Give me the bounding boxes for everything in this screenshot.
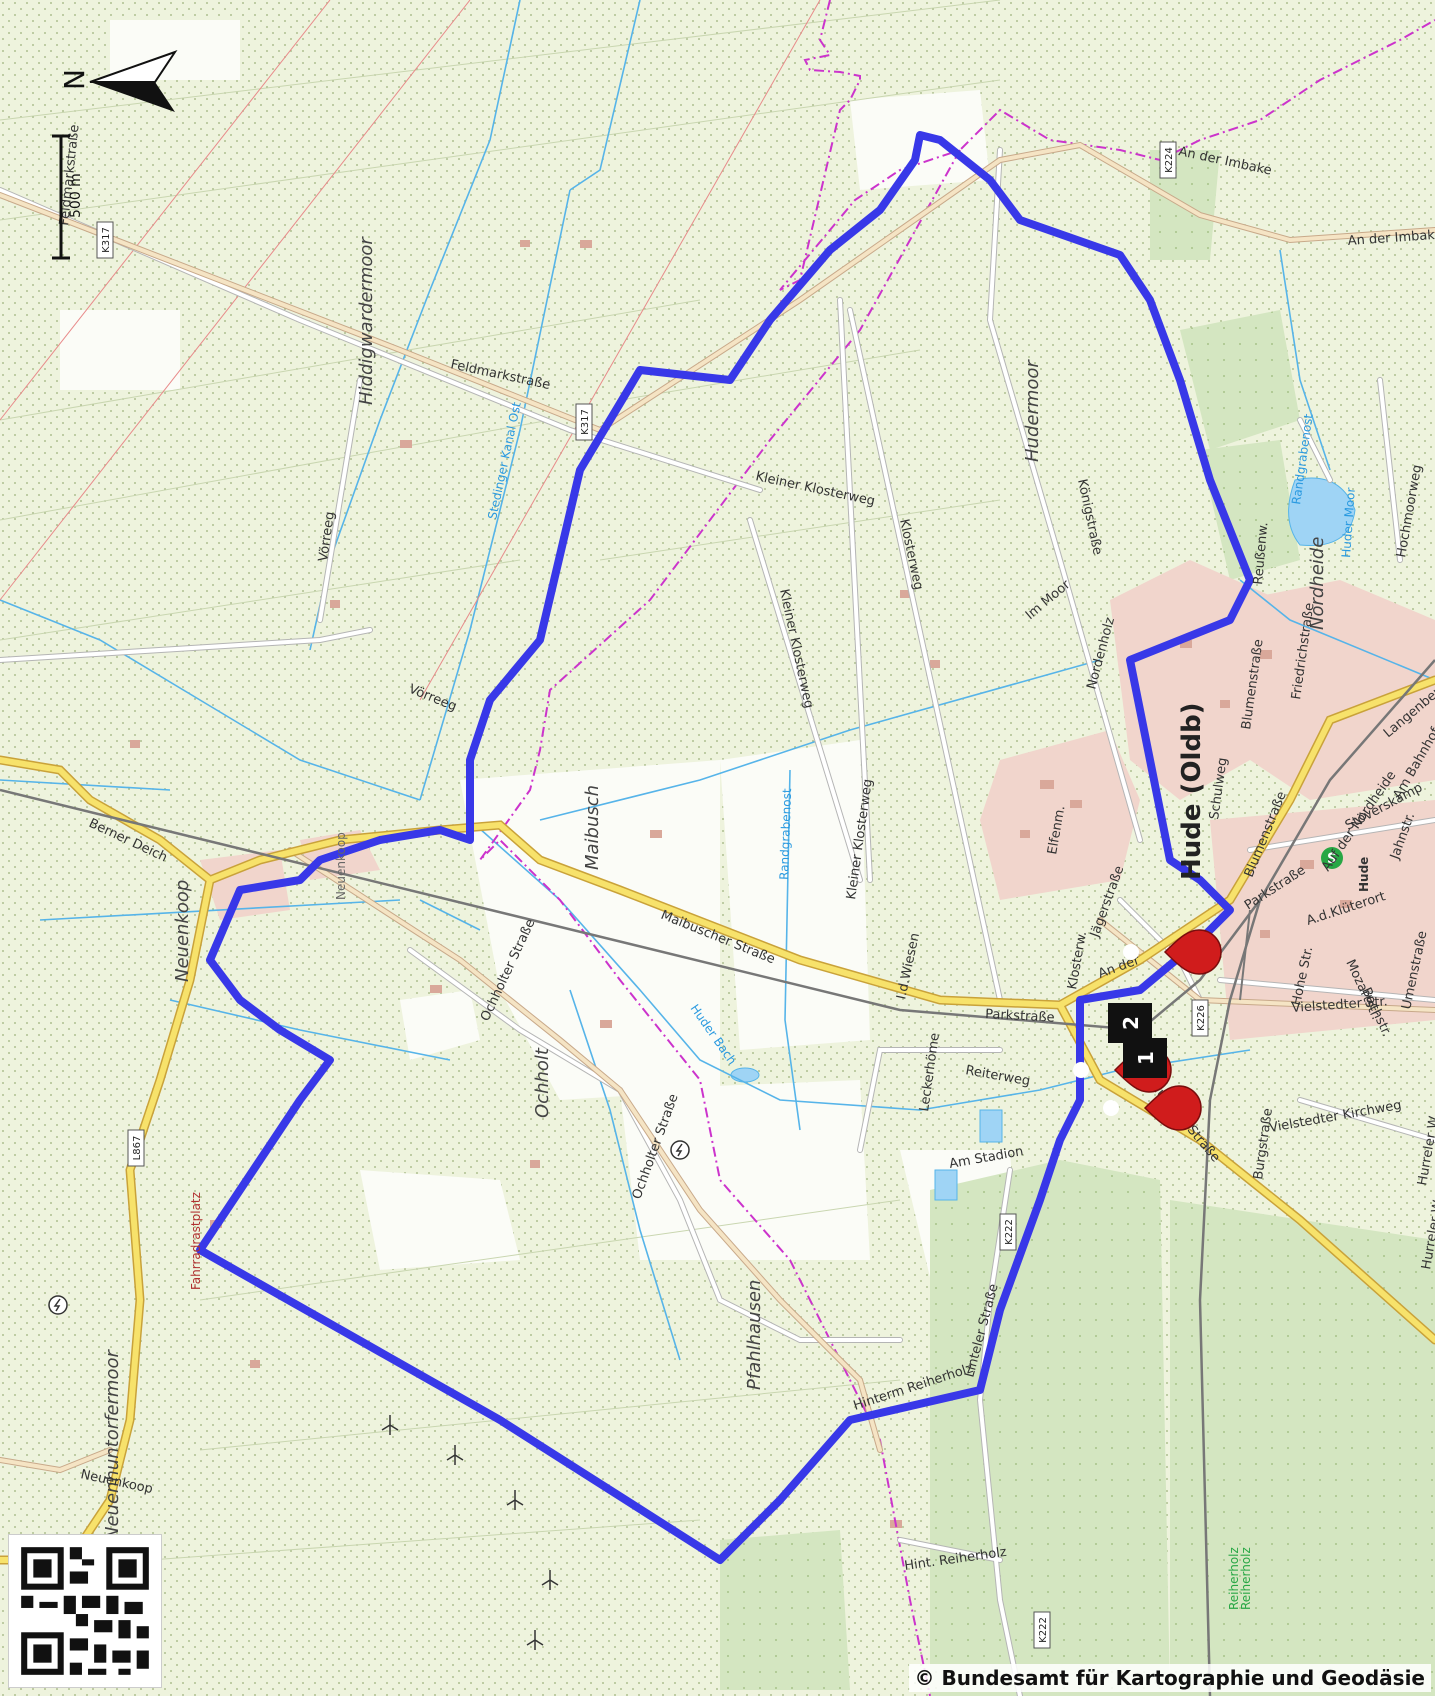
- wind-turbine-icon: [506, 1490, 524, 1510]
- small-labels: Fahrradrastplatz Neuenkoop Hude: [189, 832, 1371, 1290]
- road-label: Vielstedter Str.: [1291, 994, 1388, 1016]
- railways: [0, 659, 1435, 1696]
- place-labels: Hude (Oldb) Hudermoor Nordheide Maibusch…: [102, 236, 1328, 1540]
- road-label: Reußenw.: [1251, 522, 1271, 586]
- wind-turbine-icon: [381, 1415, 399, 1435]
- poi-label: Fahrradrastplatz: [189, 1192, 203, 1290]
- scale-label: 500 m: [68, 173, 84, 218]
- place-label: Pfahlhausen: [744, 1280, 765, 1390]
- road-ref: K226: [1196, 1005, 1207, 1031]
- wind-turbine-icon: [446, 1445, 464, 1465]
- train-station-icon: S: [1321, 847, 1343, 869]
- place-label: Neuenhuntorfermoor: [102, 1349, 123, 1540]
- road-ref: K222: [1004, 1219, 1015, 1245]
- place-label: Maibusch: [582, 785, 603, 870]
- place-label: Neuenkoop: [172, 880, 193, 982]
- water-label: Randgrabenost: [777, 788, 794, 880]
- water-label: Reiherholz: [1227, 1547, 1241, 1610]
- map-marker-icon[interactable]: [1123, 929, 1222, 975]
- secondary-roads: [0, 141, 1435, 1474]
- route-track: [196, 131, 1254, 1564]
- waypoint-label: 2: [1119, 1016, 1143, 1030]
- water-label: Reiherholz: [1239, 1547, 1253, 1610]
- wind-turbines: [381, 1415, 559, 1650]
- place-label: Nordheide: [1307, 537, 1328, 630]
- place-label: Hiddigwardermoor: [356, 236, 377, 405]
- waypoint-1[interactable]: 1: [1123, 1038, 1167, 1078]
- field-boundaries: [0, 0, 1001, 1561]
- water-bodies: [730, 477, 1356, 1201]
- poi-label: Neuenkoop: [334, 832, 348, 900]
- qr-code-icon: [8, 1534, 162, 1688]
- map-attribution: © Bundesamt für Kartographie und Geodäsi…: [908, 1664, 1431, 1692]
- place-label: Hude (Oldb): [1177, 702, 1207, 880]
- waypoint-2[interactable]: 2: [1108, 1003, 1152, 1043]
- road-ref: L867: [132, 1136, 143, 1161]
- road-label: Vörreeg: [316, 511, 338, 563]
- wind-turbine-icon: [541, 1570, 559, 1590]
- settlements: [200, 560, 1435, 1040]
- road-ref: K222: [1038, 1617, 1049, 1643]
- north-arrow-icon: N: [58, 50, 178, 112]
- waypoint-label: 1: [1134, 1051, 1158, 1065]
- admin-boundary: [479, 0, 1435, 1696]
- major-roads: [0, 675, 1435, 1565]
- minor-roads: [0, 147, 1435, 1696]
- poi-label: Hude: [1357, 857, 1371, 892]
- open-fields: [60, 20, 1160, 1690]
- wind-turbine-icon: [526, 1630, 544, 1650]
- svg-text:S: S: [1327, 851, 1337, 867]
- power-station-icon: [670, 1140, 690, 1160]
- road-label: Parkstraße: [985, 1007, 1055, 1026]
- road-refs: K224 K317 K317 K226 L867 K222 K222: [96, 141, 1209, 1649]
- scale-bar-icon: 500 m: [52, 134, 84, 260]
- map-marker-icon[interactable]: [1103, 1085, 1202, 1131]
- road-label: An der Imbake: [1347, 227, 1435, 249]
- power-lines: [0, 0, 821, 701]
- water-label: Huder Moor: [1339, 487, 1358, 558]
- road-ref: K317: [101, 227, 112, 253]
- place-label: Ochholt: [532, 1047, 553, 1118]
- place-label: Hudermoor: [1022, 359, 1043, 462]
- power-station-icon: [48, 1295, 68, 1315]
- road-ref: K224: [1164, 147, 1175, 173]
- north-label: N: [58, 69, 91, 90]
- road-ref: K317: [580, 409, 591, 435]
